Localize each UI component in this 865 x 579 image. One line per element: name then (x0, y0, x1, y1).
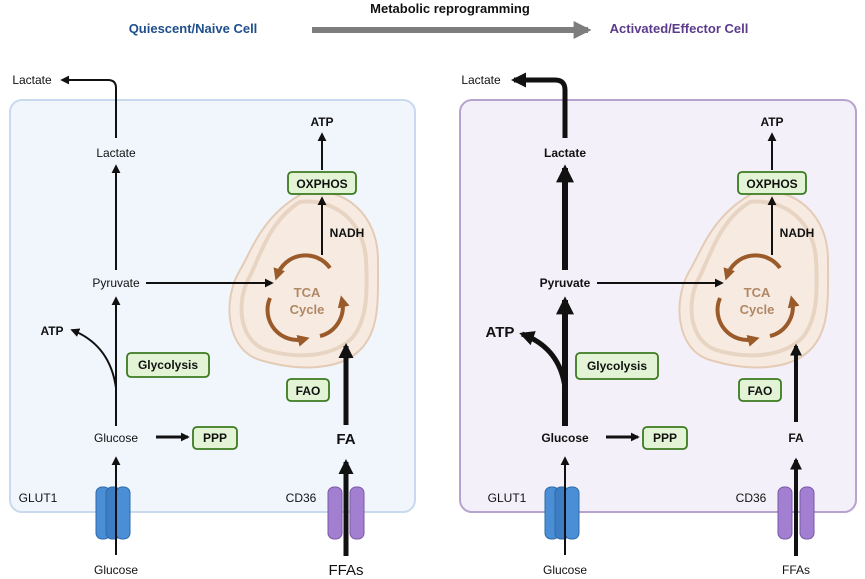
naive-glycolysis-label: Glycolysis (138, 358, 198, 372)
naive-tca-label-1: TCA (294, 285, 321, 300)
naive-tca-arrow-right (319, 295, 350, 338)
naive-ffas-ext: FFAs (328, 562, 363, 579)
effector-ppp-box (642, 426, 688, 450)
naive-cell-title: Quiescent/Naive Cell (129, 21, 258, 36)
naive-fao-box (286, 378, 330, 402)
effector-lactate: Lactate (544, 146, 586, 160)
naive-atp-oxphos: ATP (310, 115, 333, 129)
effector-ppp-label: PPP (653, 431, 677, 445)
naive-oxphos-label: OXPHOS (296, 177, 347, 191)
naive-cd36-label: CD36 (286, 491, 317, 505)
reprogramming-label: Metabolic reprogramming (370, 1, 530, 16)
naive-mitochondrion: TCA Cycle (228, 190, 380, 369)
naive-oxphos-box (287, 171, 357, 195)
naive-fao-label: FAO (296, 384, 321, 398)
naive-nadh: NADH (330, 226, 365, 240)
effector-oxphos-label: OXPHOS (746, 177, 797, 191)
effector-fao-label: FAO (748, 384, 773, 398)
naive-glut1-transporter (95, 486, 131, 540)
naive-lactate-efflux-arrow (60, 75, 117, 138)
effector-cd36-transporter (777, 486, 815, 540)
naive-tca-arrow-left (265, 297, 310, 347)
naive-pyruvate: Pyruvate (92, 276, 140, 290)
naive-cd36-transporter (327, 486, 365, 540)
effector-lactate-out: Lactate (461, 73, 501, 87)
naive-atp-glycolysis: ATP (40, 324, 63, 338)
effector-glut1-label: GLUT1 (488, 491, 527, 505)
effector-cd36-label: CD36 (736, 491, 767, 505)
effector-cell-panel: TCA Cycle Lactate Lactate Pyruvate ATP G… (459, 72, 857, 577)
naive-glut1-label: GLUT1 (19, 491, 58, 505)
effector-tca-label-1: TCA (744, 285, 771, 300)
naive-ppp-label: PPP (203, 431, 227, 445)
effector-tca-arrow-top (723, 253, 782, 281)
naive-tca-label-2: Cycle (290, 302, 325, 317)
effector-tca-arrow-left (715, 297, 760, 347)
naive-lactate-out: Lactate (12, 73, 52, 87)
effector-atp-glycolysis: ATP (486, 324, 515, 341)
naive-cell-panel: TCA Cycle Lactate Lactate Pyruvate ATP G… (9, 73, 416, 579)
effector-pyruvate: Pyruvate (540, 276, 591, 290)
effector-glut1-transporter (544, 486, 580, 540)
naive-ppp-box (192, 426, 238, 450)
effector-tca-arrow-right (769, 295, 800, 338)
effector-oxphos-box (737, 171, 807, 195)
naive-tca-arrow-top (273, 253, 332, 281)
effector-fao-box (738, 378, 782, 402)
effector-cell-title: Activated/Effector Cell (610, 21, 749, 36)
effector-atp-oxphos: ATP (760, 115, 783, 129)
naive-lactate: Lactate (96, 146, 136, 160)
effector-glycolysis-box (575, 352, 659, 380)
naive-atp-branch-arrow (70, 328, 117, 389)
naive-glucose-ext: Glucose (94, 563, 138, 577)
effector-glucose: Glucose (541, 431, 589, 445)
naive-glycolysis-box (126, 352, 210, 378)
effector-ffas-ext: FFAs (782, 563, 810, 577)
effector-atp-branch-arrow (519, 331, 568, 389)
effector-fa: FA (788, 431, 804, 445)
effector-tca-label-2: Cycle (740, 302, 775, 317)
effector-nadh: NADH (780, 226, 815, 240)
effector-glycolysis-label: Glycolysis (587, 359, 647, 373)
effector-glucose-ext: Glucose (543, 563, 587, 577)
naive-glucose: Glucose (94, 431, 138, 445)
effector-lactate-efflux-arrow (511, 72, 568, 138)
effector-mitochondrion: TCA Cycle (678, 190, 830, 369)
naive-fa: FA (336, 431, 355, 448)
